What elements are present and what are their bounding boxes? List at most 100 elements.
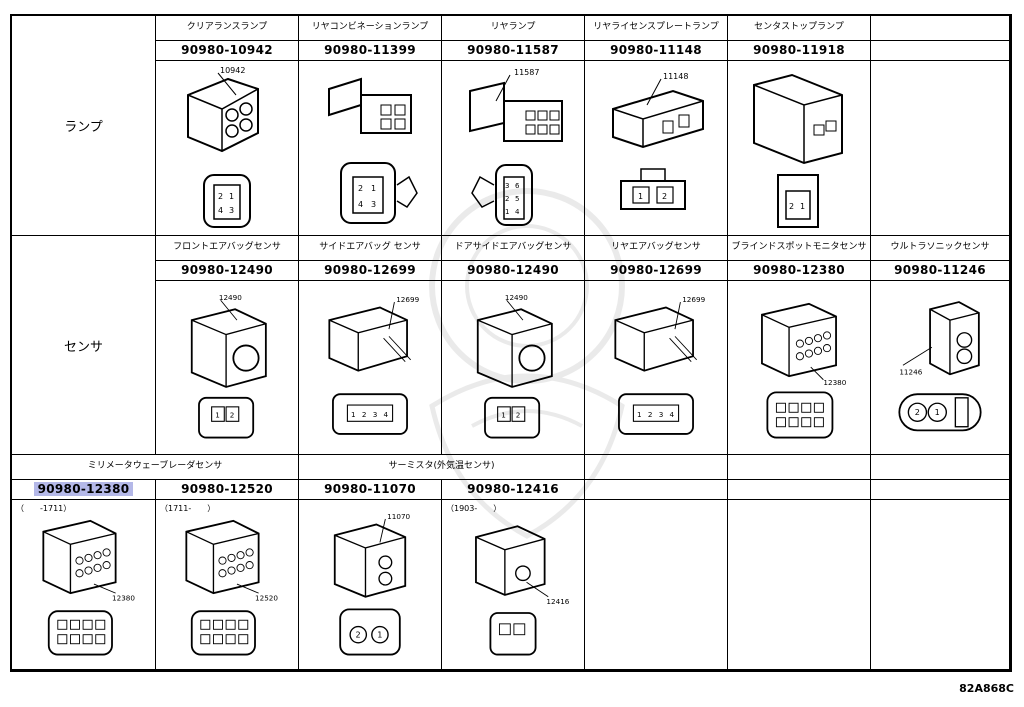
sensor-3-name: リヤエアバッグセンサ bbox=[585, 236, 728, 261]
pin: 4 bbox=[384, 409, 389, 418]
lamp-1-part: 90980-11399 bbox=[299, 41, 442, 61]
bottom-5-part bbox=[728, 480, 871, 500]
connector-drawing: 12416 bbox=[475, 524, 570, 655]
connector-drawing: 12699 1 2 3 4 bbox=[614, 295, 706, 435]
lamp-3-callout: 11148 bbox=[663, 72, 688, 81]
date-range: （ -1711） bbox=[16, 504, 72, 513]
lamp-4-part: 90980-11918 bbox=[728, 41, 871, 61]
bottom-4-figure bbox=[585, 500, 728, 670]
empty-header bbox=[585, 455, 728, 480]
category-sensor-label: センサ bbox=[63, 339, 103, 355]
pin: 4 bbox=[218, 206, 223, 215]
lamp-0-figure: 10942 2 1 4 3 bbox=[156, 61, 299, 236]
pin: 2 bbox=[218, 192, 223, 201]
bottom-0-figure: （ -1711） 12380 bbox=[12, 500, 156, 670]
lamp-2-callout: 11587 bbox=[514, 68, 539, 77]
sensor-3-part: 90980-12699 bbox=[585, 261, 728, 281]
bottom-1-callout: 12520 bbox=[255, 593, 278, 602]
bottom-6-figure bbox=[871, 500, 1010, 670]
sensor-1-figure: 12699 1 2 3 4 bbox=[299, 281, 442, 455]
bottom-1-part: 90980-12520 bbox=[156, 480, 299, 500]
pin: 1 bbox=[371, 184, 376, 193]
lamp-5-part bbox=[871, 41, 1010, 61]
sensor-4-callout: 12380 bbox=[823, 378, 846, 387]
sensor-4-figure: 12380 bbox=[728, 281, 871, 455]
sensor-3-figure: 12699 1 2 3 4 bbox=[585, 281, 728, 455]
pin: 1 bbox=[935, 406, 940, 416]
pin: 1 bbox=[229, 192, 234, 201]
pin: 2 bbox=[789, 202, 794, 211]
connector-drawing: 12380 bbox=[761, 302, 847, 438]
lamp-5-name bbox=[871, 16, 1010, 41]
lamp-0-callout: 10942 bbox=[220, 66, 245, 75]
category-lamp-label: ランプ bbox=[64, 120, 103, 135]
connector-drawing: 12490 1 2 bbox=[476, 293, 553, 438]
lamp-3-figure: 11148 1 2 bbox=[585, 61, 728, 236]
bottom-3-part: 90980-12416 bbox=[442, 480, 585, 500]
reference-code: 82A868C bbox=[959, 682, 1014, 695]
sensor-2-figure: 12490 1 2 bbox=[442, 281, 585, 455]
sensor-5-name: ウルトラソニックセンサ bbox=[871, 236, 1010, 261]
sensor-1-part: 90980-12699 bbox=[299, 261, 442, 281]
pin: 3 bbox=[371, 200, 376, 209]
sensor-4-part: 90980-12380 bbox=[728, 261, 871, 281]
bottom-3-figure: （1903- ） 12416 bbox=[442, 500, 585, 670]
pin: 4 bbox=[670, 409, 675, 418]
sensor-5-callout: 11246 bbox=[899, 367, 922, 376]
empty-header bbox=[871, 455, 1010, 480]
category-sensor: センサ bbox=[12, 236, 156, 455]
pin: 3 bbox=[229, 206, 234, 215]
pin: 2 bbox=[516, 410, 521, 419]
date-range: （1711- ） bbox=[160, 504, 216, 513]
lamp-2-figure: 11587 3 6 2 5 1 4 bbox=[442, 61, 585, 236]
bottom-4-part bbox=[585, 480, 728, 500]
pin: 5 bbox=[515, 195, 519, 203]
sensor-2-name: ドアサイドエアバッグセンサ bbox=[442, 236, 585, 261]
pin: 2 bbox=[648, 409, 653, 418]
pin: 2 bbox=[358, 184, 363, 193]
connector-drawing: 11587 3 6 2 5 1 4 bbox=[469, 68, 563, 226]
pin: 2 bbox=[915, 406, 920, 416]
lamp-3-name: リヤライセンスプレートランプ bbox=[585, 16, 728, 41]
sensor-2-callout: 12490 bbox=[505, 293, 528, 302]
pin: 1 bbox=[638, 192, 643, 201]
sensor-0-figure: 12490 1 2 bbox=[156, 281, 299, 455]
sensor-2-part: 90980-12490 bbox=[442, 261, 585, 281]
lamp-1-name: リヤコンビネーションランプ bbox=[299, 16, 442, 41]
sensor-5-figure: 11246 2 1 bbox=[871, 281, 1010, 455]
bottom-3-callout: 12416 bbox=[546, 596, 569, 605]
bottom-2-figure: 11070 2 1 bbox=[299, 500, 442, 670]
lamp-2-name: リヤランプ bbox=[442, 16, 585, 41]
connector-drawing: 2 1 4 3 bbox=[328, 77, 418, 224]
pin: 4 bbox=[358, 200, 363, 209]
sensor-3-callout: 12699 bbox=[682, 295, 705, 304]
connector-drawing: 11246 2 1 bbox=[898, 300, 982, 431]
sensor-0-part: 90980-12490 bbox=[156, 261, 299, 281]
sensor-1-callout: 12699 bbox=[396, 295, 419, 304]
connector-drawing: 12490 1 2 bbox=[190, 293, 267, 438]
lamp-2-part: 90980-11587 bbox=[442, 41, 585, 61]
pin: 3 bbox=[505, 182, 509, 190]
highlighted-part-number: 90980-12380 bbox=[33, 482, 134, 496]
sensor-5-part: 90980-11246 bbox=[871, 261, 1010, 281]
pin: 6 bbox=[515, 182, 520, 190]
connector-drawing: 12380 bbox=[41, 519, 135, 655]
pin: 1 bbox=[351, 409, 356, 418]
lamp-4-name: センタストップランプ bbox=[728, 16, 871, 41]
connector-drawing: 2 1 bbox=[753, 73, 843, 228]
bottom-2-callout: 11070 bbox=[387, 512, 410, 521]
pin: 3 bbox=[373, 409, 378, 418]
lamp-3-part: 90980-11148 bbox=[585, 41, 728, 61]
bottom-0-callout: 12380 bbox=[112, 593, 135, 602]
pin: 4 bbox=[515, 208, 520, 216]
sensor-1-name: サイドエアバッグ センサ bbox=[299, 236, 442, 261]
connector-drawing: 12699 1 2 3 4 bbox=[328, 295, 420, 435]
pin: 1 bbox=[800, 202, 805, 211]
connector-drawing: 12520 bbox=[185, 519, 278, 655]
pin: 1 bbox=[505, 208, 509, 216]
pin: 2 bbox=[362, 409, 367, 418]
mmwave-header: ミリメータウェーブレーダセンサ bbox=[12, 455, 299, 480]
bottom-5-figure bbox=[728, 500, 871, 670]
bottom-1-figure: （1711- ） 12520 bbox=[156, 500, 299, 670]
pin: 2 bbox=[662, 192, 667, 201]
